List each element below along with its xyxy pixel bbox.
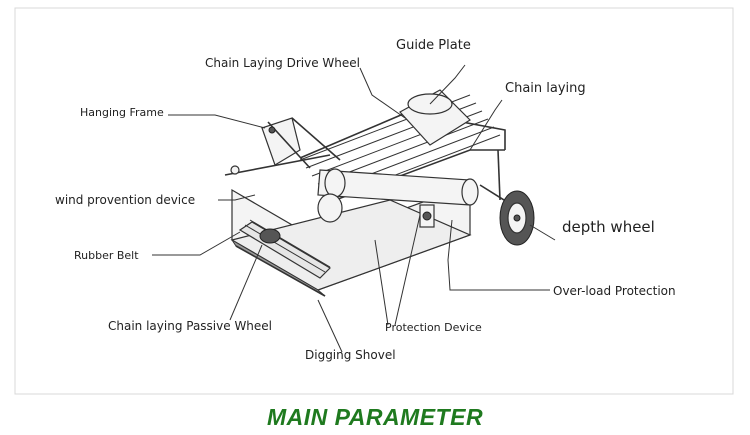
drive-tube-end	[461, 178, 479, 206]
label-protection-device: Protection Device	[385, 321, 482, 334]
hanging-pin	[268, 126, 276, 134]
label-digging-shovel: Digging Shovel	[305, 348, 396, 362]
label-depth-wheel: depth wheel	[562, 218, 655, 236]
label-overload-protection: Over-load Protection	[553, 284, 676, 298]
depth-wheel-hub	[513, 214, 521, 222]
hanging-frame-arm-2	[291, 117, 341, 161]
overload-spring	[422, 211, 432, 221]
passive-wheel	[259, 228, 281, 244]
label-chain-laying: Chain laying	[505, 81, 586, 96]
label-chain-laying-passive-wheel: Chain laying Passive Wheel	[108, 319, 273, 333]
label-rubber-belt: Rubber Belt	[74, 249, 139, 262]
wind-bar	[224, 154, 331, 176]
depth-wheel-post	[497, 149, 501, 201]
wind-bar-end	[230, 165, 240, 175]
leader-lines	[152, 64, 556, 353]
label-wind-provention-device: wind provention device	[55, 193, 196, 207]
belt-line	[244, 224, 326, 273]
label-chain-laying-drive-wheel: Chain Laying Drive Wheel	[205, 56, 360, 70]
hanging-frame-plate	[261, 117, 301, 166]
belt-line-2	[249, 219, 331, 268]
label-hanging-frame: Hanging Frame	[80, 106, 164, 119]
drive-wheel	[317, 193, 343, 223]
machine-drawing	[14, 7, 734, 395]
label-guide-plate: Guide Plate	[396, 38, 471, 53]
drive-gearbox	[324, 168, 346, 198]
footer-title: MAIN PARAMETER	[266, 404, 484, 430]
footer-bar	[0, 395, 750, 435]
drawing-border	[14, 7, 734, 395]
shovel-edge	[235, 245, 326, 297]
